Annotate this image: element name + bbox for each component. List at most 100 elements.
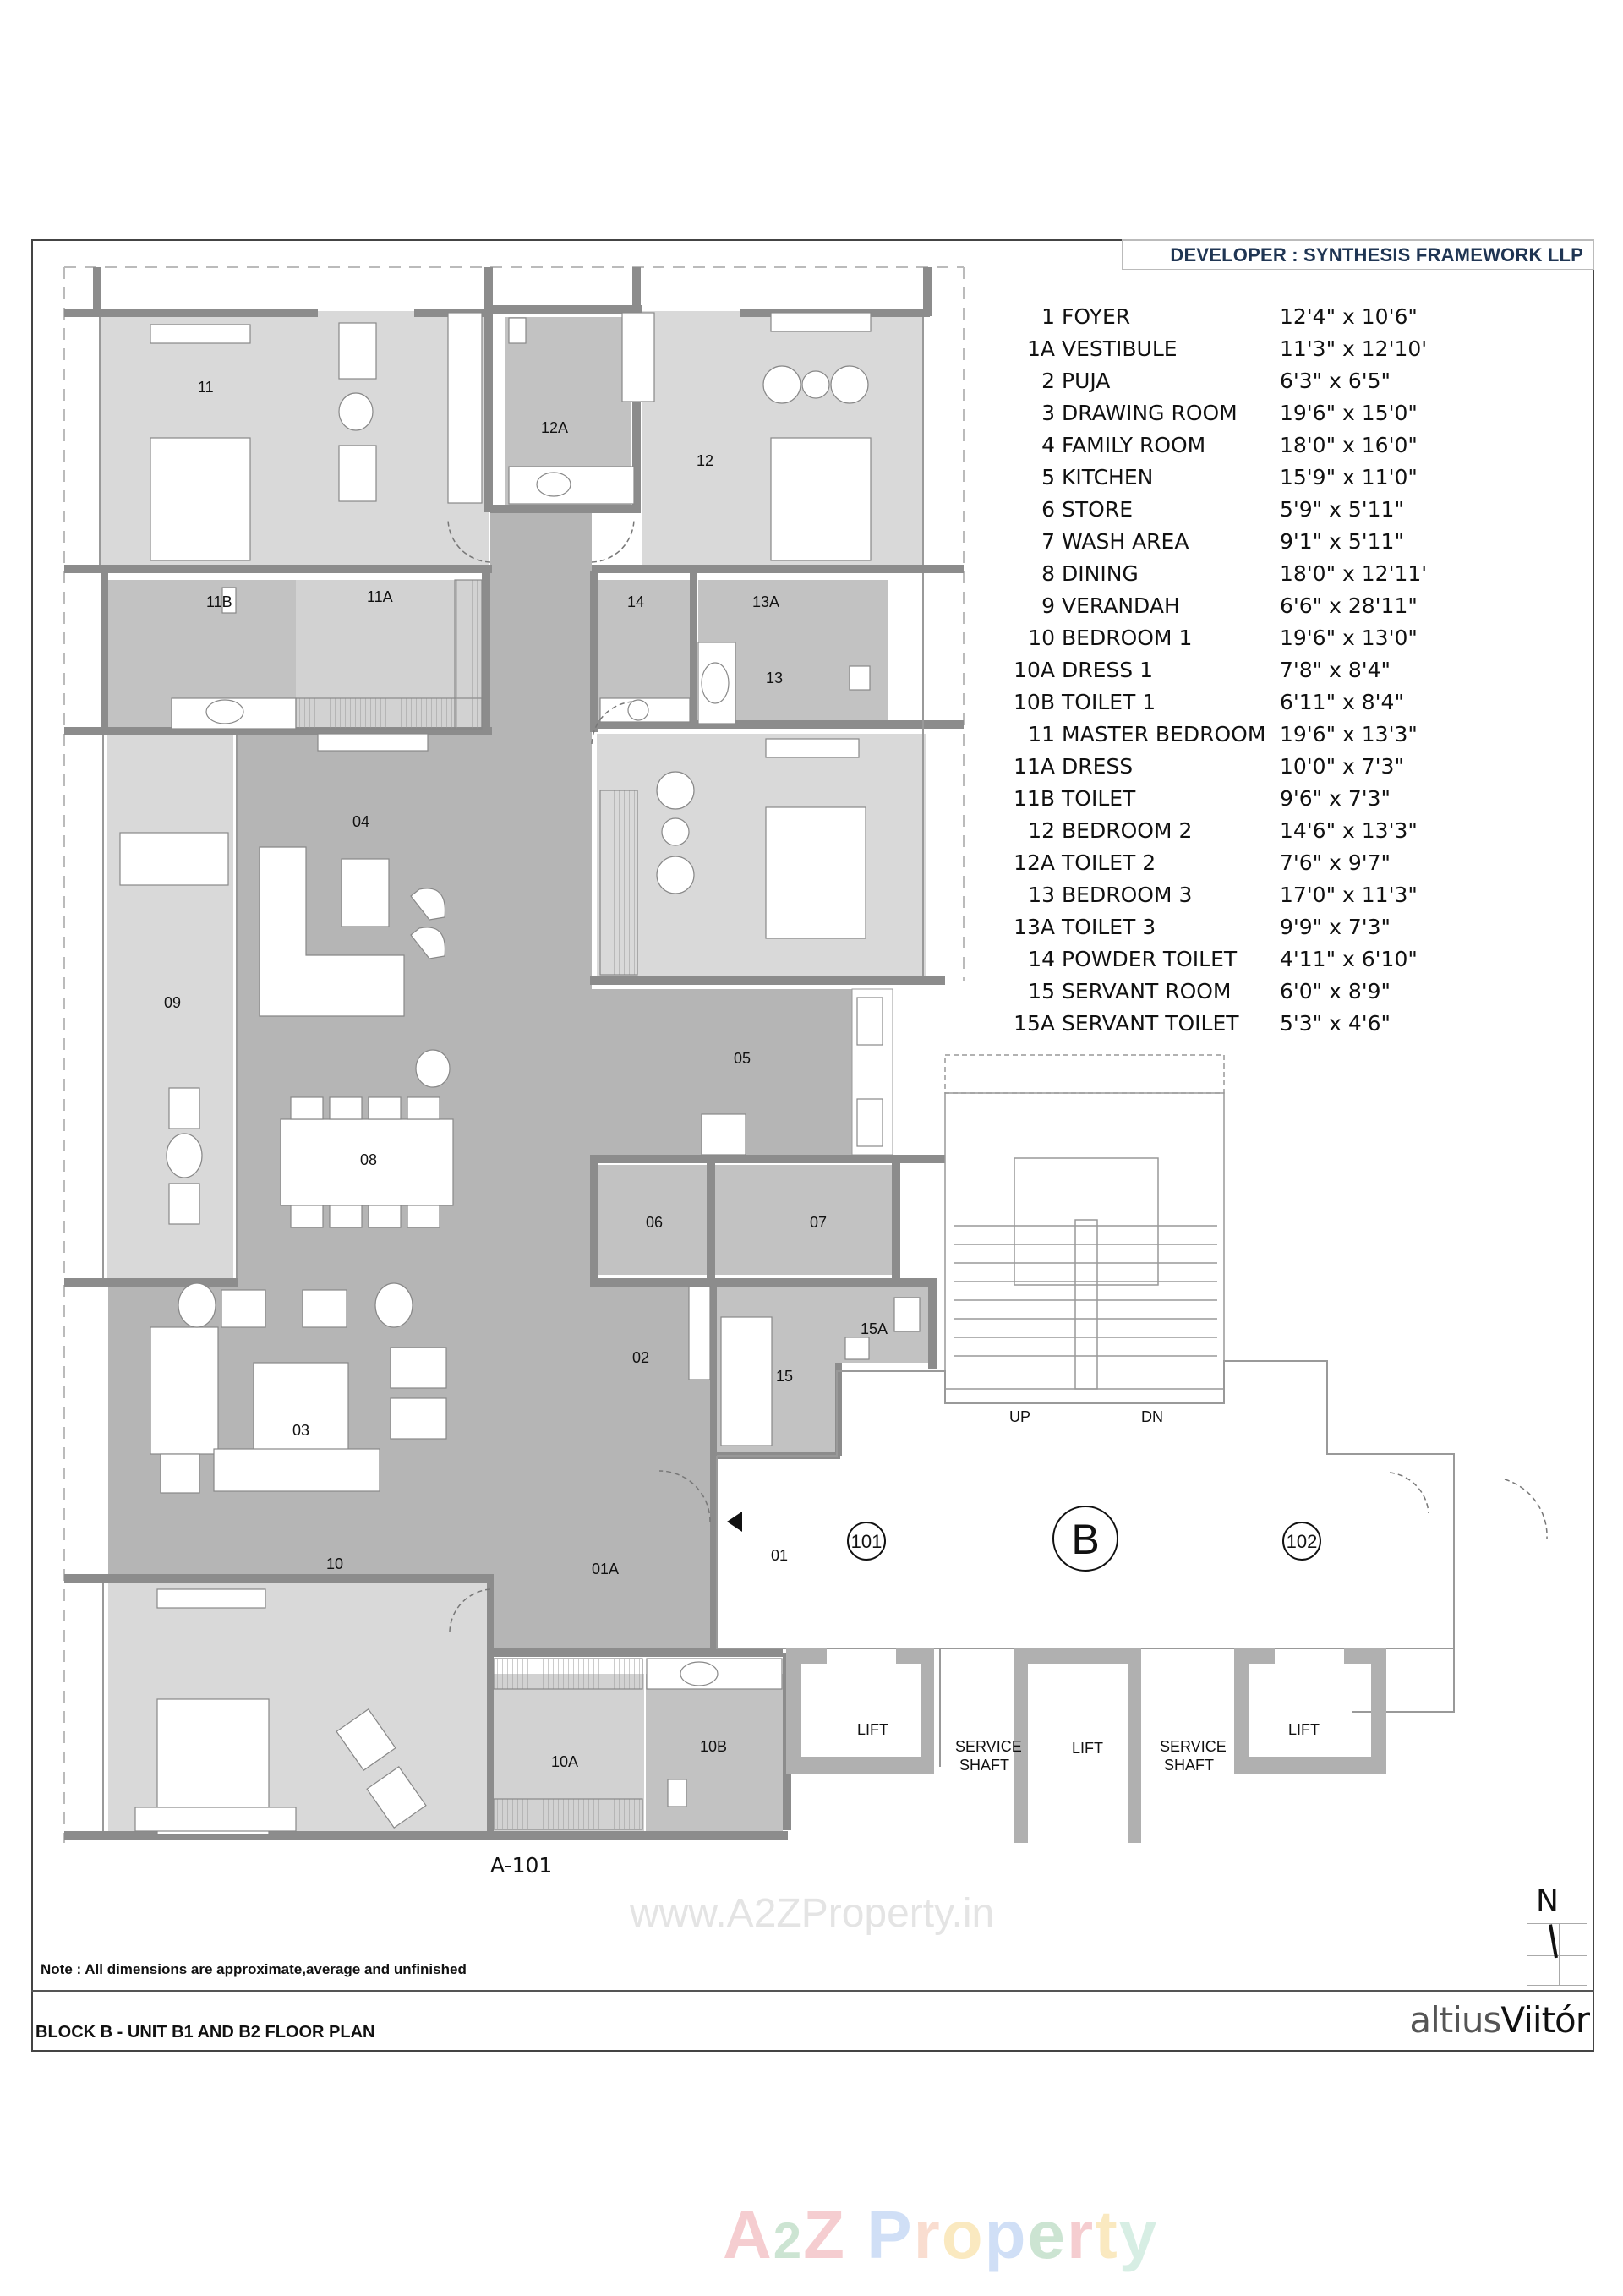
stair-down-label: DN (1141, 1408, 1163, 1425)
room-label-13: 13 (766, 670, 783, 686)
room-13-floor (597, 734, 926, 981)
room-label-10A: 10A (551, 1753, 578, 1770)
room-labels: 11 12A 12 11B 11A 14 13A 13 04 09 05 08 … (164, 379, 888, 1770)
logo-letter: o (941, 2197, 985, 2272)
door-swings (447, 519, 1548, 1632)
service-shaft-1-label-a: SERVICE (955, 1738, 1022, 1755)
developer-box: DEVELOPER : SYNTHESIS FRAMEWORK LLP (1122, 239, 1594, 270)
unit-101-marker (847, 1522, 886, 1561)
service-shaft-1-label-b: SHAFT (959, 1757, 1009, 1774)
stair-up-label: UP (1009, 1408, 1030, 1425)
room-label-01A: 01A (592, 1561, 619, 1577)
footer-divider (31, 1990, 1594, 1992)
room-label-07: 07 (810, 1214, 827, 1231)
room-label-03: 03 (292, 1422, 309, 1439)
service-shaft-2-label-b: SHAFT (1164, 1757, 1214, 1774)
room-label-02: 02 (632, 1349, 649, 1366)
north-arrow: N (1524, 1883, 1587, 1986)
room-label-06: 06 (646, 1214, 663, 1231)
logo-letter: r (913, 2197, 942, 2272)
entry-arrow-icon (727, 1512, 742, 1532)
room-label-13A: 13A (752, 593, 779, 610)
room-label-10: 10 (326, 1555, 343, 1572)
room-label-15A: 15A (861, 1320, 888, 1337)
logo-letter: p (984, 2197, 1028, 2272)
unit-102-label: 102 (1287, 1531, 1318, 1552)
room-label-11B: 11B (206, 593, 232, 610)
window-lines (99, 317, 924, 1831)
stair-core (944, 1054, 1225, 1390)
room-06-floor (597, 1165, 707, 1275)
room-label-08: 08 (360, 1151, 377, 1168)
room-label-10B: 10B (700, 1738, 727, 1755)
room-label-01: 01 (771, 1547, 788, 1564)
lift-3-label: LIFT (1288, 1721, 1320, 1738)
dimensions-note: Note : All dimensions are approximate,av… (41, 1961, 467, 1977)
north-letter: N (1536, 1883, 1559, 1918)
room-01A-floor (490, 1403, 717, 1648)
room-label-09: 09 (164, 994, 181, 1011)
unit-102-marker (1282, 1522, 1321, 1561)
watermark-url: www.A2ZProperty.in (630, 1891, 995, 1936)
logo-letter: Z (803, 2197, 847, 2272)
room-label-11A: 11A (367, 588, 393, 605)
furniture (119, 312, 921, 1835)
logo-letter: P (866, 2197, 914, 2272)
walls (64, 267, 964, 1840)
unit-label: A-101 (490, 1853, 553, 1878)
room-07-floor (715, 1165, 893, 1275)
service-shaft-2-label-a: SERVICE (1160, 1738, 1227, 1755)
room-label-12: 12 (697, 452, 713, 469)
brand-part-2: Viitór (1500, 1999, 1590, 2041)
developer-title: DEVELOPER : SYNTHESIS FRAMEWORK LLP (1170, 244, 1583, 265)
logo-letter: r (1067, 2197, 1096, 2272)
logo-letter: y (1118, 2197, 1159, 2272)
lift-shafts (786, 1648, 1386, 1843)
brand-part-1: altius (1409, 1999, 1501, 2041)
logo-letter: 2 (773, 2212, 804, 2269)
room-label-04: 04 (352, 813, 369, 830)
plan-title: BLOCK B - UNIT B1 AND B2 FLOOR PLAN (36, 2023, 375, 2042)
room-label-14: 14 (627, 593, 644, 610)
unit-101-label: 101 (851, 1531, 883, 1552)
logo-letter: e (1027, 2197, 1068, 2272)
watermark-logo: A2Z Property (723, 2196, 1158, 2274)
lobby-labels: UP DN B 101 102 LIFT LIFT LIFT SERVICE S… (847, 1408, 1321, 1774)
lift-1-label: LIFT (857, 1721, 888, 1738)
logo-letter: A (723, 2197, 773, 2272)
room-label-12A: 12A (541, 419, 568, 436)
room-label-05: 05 (734, 1050, 751, 1067)
lift-2-label: LIFT (1072, 1740, 1103, 1757)
room-label-15: 15 (776, 1368, 793, 1385)
balcony-outline (63, 266, 965, 1843)
brand-logo: altiusViitór (1409, 1999, 1590, 2041)
block-letter: B (1071, 1516, 1099, 1563)
block-marker (1052, 1506, 1118, 1572)
room-label-11: 11 (198, 379, 214, 396)
